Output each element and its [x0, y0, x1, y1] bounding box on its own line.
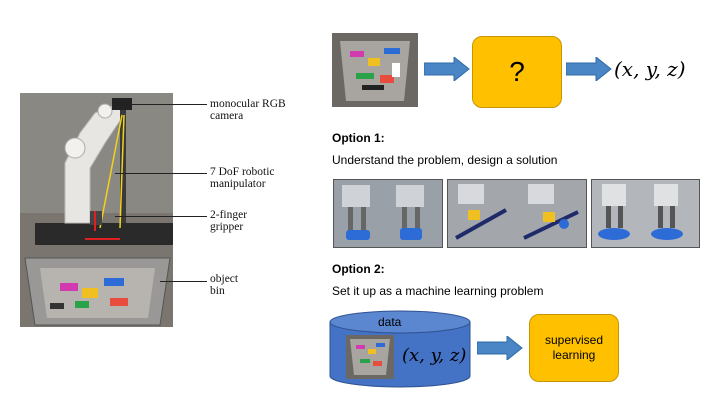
gripper-label-line1: 2-finger	[210, 209, 248, 221]
option2-text: Set it up as a machine learning problem	[332, 284, 544, 298]
camera-label-line1: monocular RGB	[210, 98, 286, 110]
gripper-label: 2-finger gripper	[210, 209, 247, 233]
robot-illustration	[20, 93, 173, 327]
bin-label-line2: bin	[210, 285, 225, 297]
gripper-label-line2: gripper	[210, 221, 244, 233]
manipulator-label-line2: manipulator	[210, 178, 266, 190]
arrow-to-question	[424, 57, 470, 81]
option2-title: Option 2:	[332, 262, 385, 276]
bin-label: object bin	[210, 273, 238, 297]
option1-text: Understand the problem, design a solutio…	[332, 153, 558, 167]
question-mark: ?	[509, 56, 525, 87]
camera-label-line2: camera	[210, 110, 244, 122]
gripper-photo-1	[333, 179, 443, 248]
robot-setup-photo	[20, 93, 173, 327]
arrow-to-output	[566, 57, 612, 81]
manipulator-label-line1: 7 DoF robotic	[210, 166, 275, 178]
manipulator-label: 7 DoF robotic manipulator	[210, 166, 275, 190]
data-bin-thumbnail	[346, 335, 394, 379]
bin-label-line1: object	[210, 273, 239, 285]
camera-callout-line	[125, 104, 207, 105]
option1-title: Option 1:	[332, 131, 385, 145]
gripper-callout-line	[115, 216, 207, 217]
arrow-to-supervised	[477, 336, 523, 360]
manipulator-callout-line	[115, 173, 207, 174]
unknown-function-box: ?	[472, 36, 562, 108]
data-coordinates: (x, y, z)	[402, 345, 467, 366]
camera-label: monocular RGB camera	[210, 98, 286, 122]
gripper-photo-2	[447, 179, 587, 248]
data-label: data	[378, 315, 402, 329]
bin-callout-line	[160, 281, 207, 282]
gripper-photo-3	[591, 179, 700, 248]
bin-thumbnail	[332, 33, 418, 107]
supervised-label-line1: supervised	[544, 333, 604, 347]
supervised-learning-box: supervised learning	[529, 314, 619, 382]
output-coordinates: (x, y, z)	[614, 57, 686, 81]
supervised-label-line2: learning	[552, 348, 596, 362]
